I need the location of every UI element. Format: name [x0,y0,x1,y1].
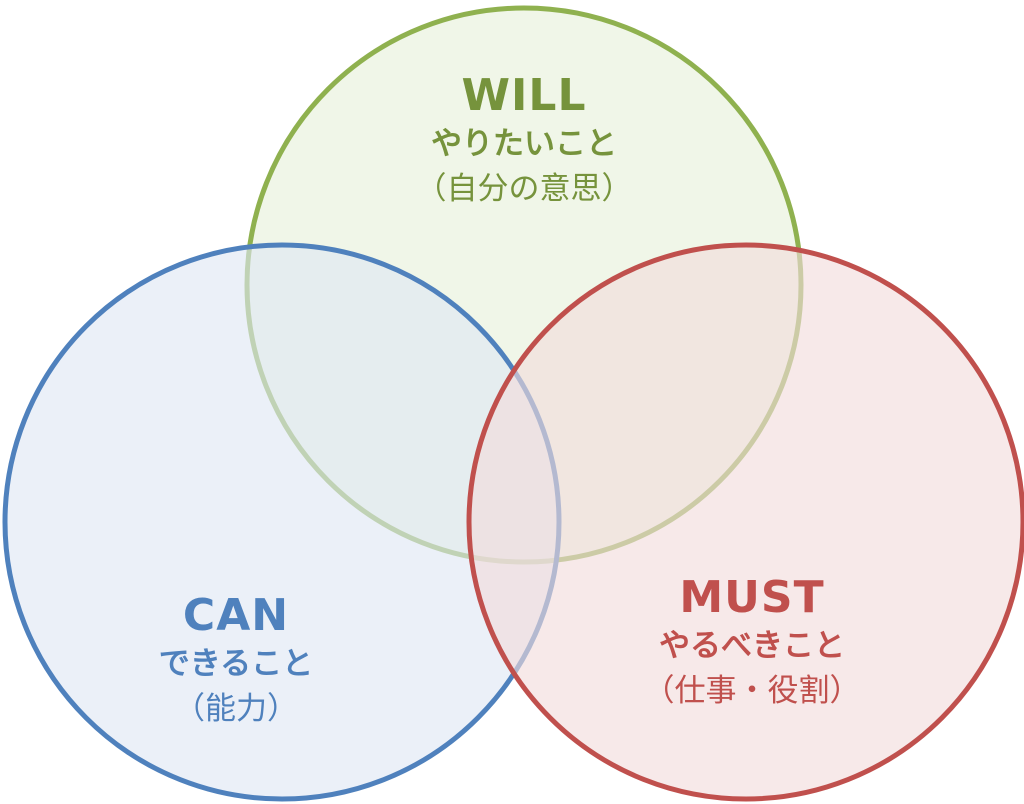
can-subtitle: できること [158,646,314,682]
will-label: WILL やりたいこと （自分の意思） [416,70,633,212]
must-subtitle: やるべきこと [659,628,845,664]
must-title: MUST [679,572,825,623]
can-note: （能力） [173,691,298,727]
will-note: （自分の意思） [415,171,633,207]
can-title: CAN [182,590,290,641]
will-subtitle: やりたいこと [431,126,617,162]
must-circle [466,242,1024,802]
will-title: WILL [461,70,587,121]
can-label: CAN できること （能力） [159,590,313,732]
must-note: （仕事・役割） [643,673,861,709]
must-label: MUST やるべきこと （仕事・役割） [644,572,861,714]
